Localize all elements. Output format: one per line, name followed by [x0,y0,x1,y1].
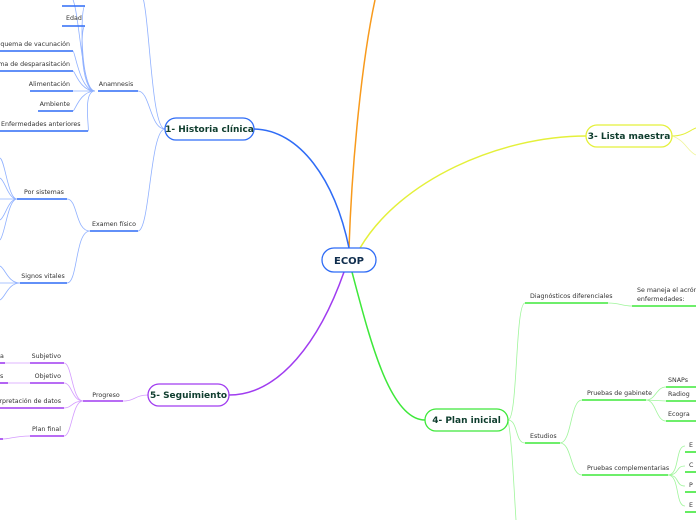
complementaria-item: E [689,442,693,449]
label-acronimo-1: Se maneja el acrónim [637,286,696,294]
label-anamnesis: Anamnesis [99,81,133,88]
seguimiento-item: Interpretación de datos [0,397,61,405]
plan-underlines [525,302,696,513]
node-plan-inicial[interactable] [424,408,509,432]
label-edad: Edad [66,15,82,22]
label-diagnosticos: Diagnósticos diferenciales [530,292,613,300]
historia-connectors [0,0,166,301]
label-examen-fisico: Examen físico [92,220,136,228]
complementaria-item: E [689,502,693,509]
complementaria-item: P [689,482,693,489]
fragment-text: a [0,353,4,360]
node-lista-maestra[interactable] [585,124,673,148]
node-central-ecop[interactable] [321,247,377,273]
label-progreso: Progreso [92,392,120,399]
seguimiento-underlines [0,362,123,440]
seguimiento-item: Plan final [32,426,61,433]
anamnesis-item: Alimentación [29,80,70,88]
gabinete-item: Radiog [668,391,690,398]
branch-orange [348,0,376,249]
seguimiento-connectors [2,362,149,440]
seguimiento-item: Objetivo [35,373,62,380]
label-signos-vitales: Signos vitales [21,273,65,280]
node-seguimiento[interactable] [147,383,230,407]
label-estudios: Estudios [530,433,557,440]
branch-seguimiento [228,271,345,396]
node-historia-clinica[interactable] [164,117,255,141]
plan-title: 4- Plan inicial [432,416,501,426]
anamnesis-item: Esquema de vacunación [0,40,70,48]
seguimiento-title: 5- Seguimiento [150,391,227,401]
branch-plan [351,271,426,421]
branch-lista [359,135,587,249]
anamnesis-item: Esquema de desparasitación [0,60,70,68]
gabinete-item: SNAPs [668,377,688,384]
lista-title: 3- Lista maestra [588,132,671,142]
complementaria-item: C [689,462,694,469]
historia-title: 1- Historia clínica [165,125,254,135]
anamnesis-item: Ambiente [40,101,71,108]
branch-historia [253,128,350,249]
fragment-text: s [0,373,3,380]
historia-underlines [0,5,138,284]
gabinete-item: Ecogra [668,411,690,418]
label-gabinete: Pruebas de gabinete [587,390,652,397]
label-por-sistemas: Por sistemas [24,189,64,196]
label-complementarias: Pruebas complementarias [587,465,669,472]
plan-connectors [507,302,686,520]
anamnesis-item: Enfermedades anteriores [1,121,81,128]
seguimiento-item: Subjetivo [32,353,62,360]
label-acronimo-2: enfermedades: [637,296,685,303]
central-title: ECOP [334,256,364,267]
